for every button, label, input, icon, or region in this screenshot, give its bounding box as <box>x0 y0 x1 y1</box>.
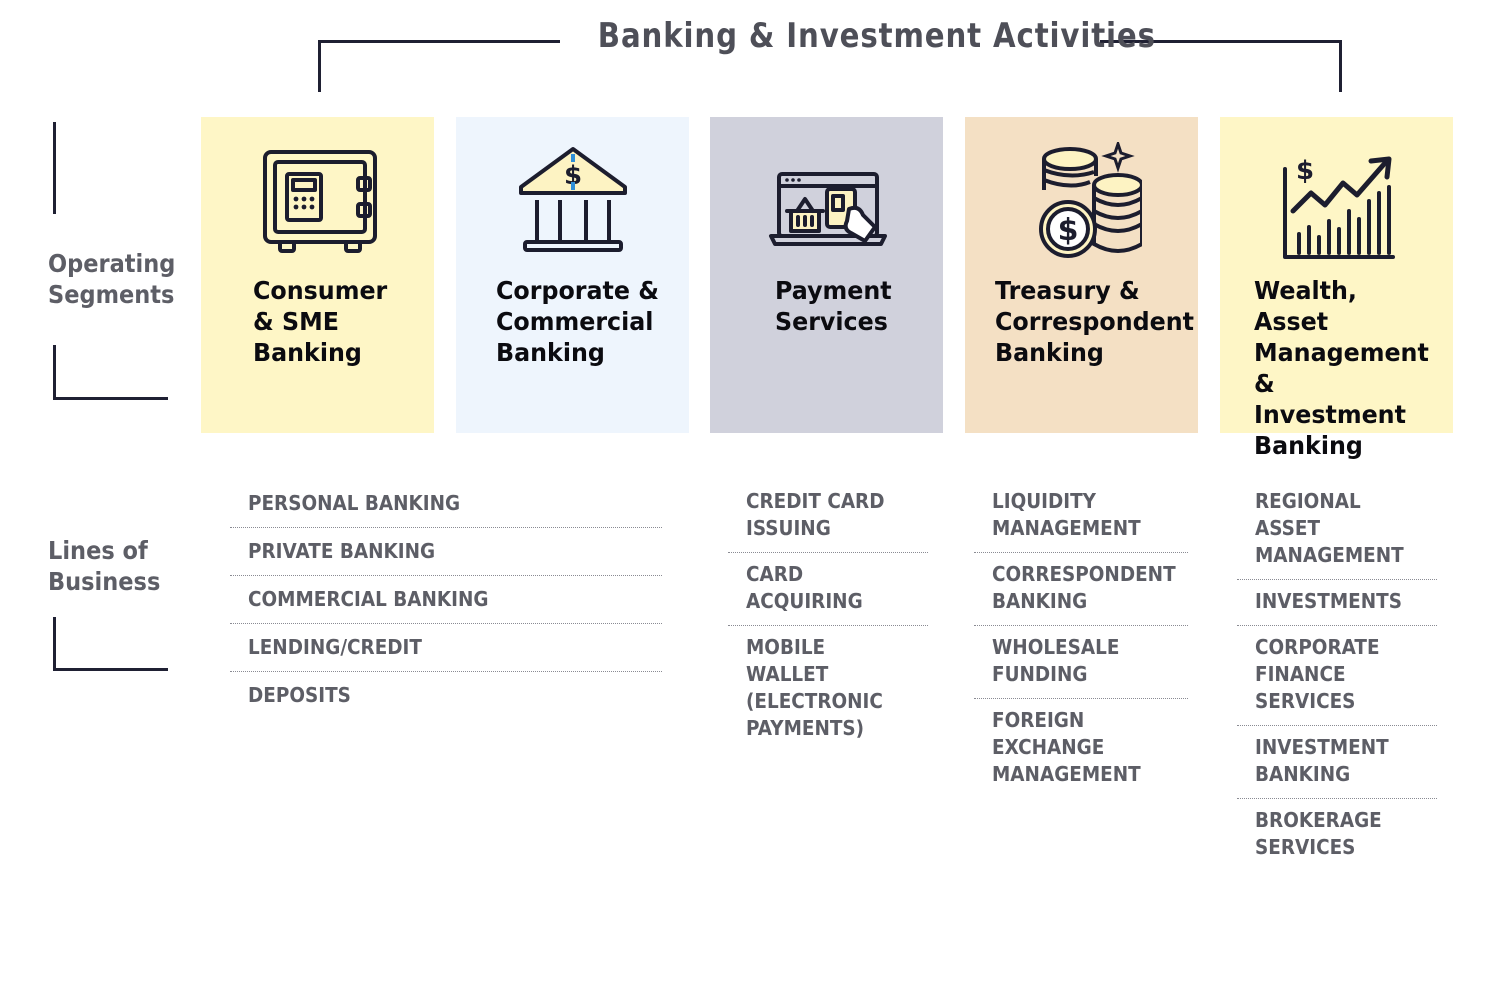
lob-bracket-horizontal <box>53 668 168 671</box>
lob-item: BROKERAGE SERVICES <box>1255 808 1382 859</box>
lob-item: PERSONAL BANKING <box>230 480 662 528</box>
segment-payment-services: Payment Services <box>710 117 943 433</box>
lob-list-consumer-corporate: PERSONAL BANKING PRIVATE BANKING COMMERC… <box>230 480 662 719</box>
segment-title: Corporate & Commercial Banking <box>496 276 659 367</box>
online-payment-icon <box>768 172 887 246</box>
lob-item: COMMERCIAL BANKING <box>230 576 662 624</box>
lob-item: LENDING/CREDIT <box>230 624 662 672</box>
segments-bracket-top <box>53 122 56 214</box>
lob-item: PRIVATE BANKING <box>230 528 662 576</box>
lob-item: REGIONAL ASSET MANAGEMENT <box>1237 480 1437 580</box>
lob-list-wealth: REGIONAL ASSET MANAGEMENT INVESTMENTS CO… <box>1237 480 1437 871</box>
coin-stacks-icon: $ <box>1038 142 1142 258</box>
lob-item: CREDIT CARD ISSUING <box>728 480 928 553</box>
bank-building-icon: $ <box>518 147 627 252</box>
segment-title: Payment Services <box>775 276 892 336</box>
diagram-title: Banking & Investment Activities <box>597 16 1156 56</box>
lob-item: INVESTMENTS <box>1237 580 1437 626</box>
segments-bracket-bottom-vertical <box>53 345 56 400</box>
svg-text:$: $ <box>1057 213 1078 248</box>
segments-bracket-bottom-horizontal <box>53 397 168 400</box>
svg-text:$: $ <box>563 161 581 191</box>
segment-consumer-sme: Consumer & SME Banking <box>201 117 434 433</box>
lob-item: CARD ACQUIRING <box>728 553 928 626</box>
top-bracket-right-horizontal <box>1100 40 1342 43</box>
lob-item: DEPOSITS <box>248 683 351 707</box>
lob-list-payment: CREDIT CARD ISSUING CARD ACQUIRING MOBIL… <box>728 480 928 752</box>
operating-segments-label: Operating Segments <box>48 249 176 309</box>
top-bracket-left-horizontal <box>318 40 560 43</box>
lob-item: LIQUIDITY MANAGEMENT <box>974 480 1188 553</box>
growth-chart-icon: $ <box>1282 156 1395 259</box>
safe-icon <box>262 150 377 253</box>
lob-item: FOREIGN EXCHANGE MANAGEMENT <box>992 708 1141 786</box>
lob-item: CORRESPONDENT BANKING <box>974 553 1188 626</box>
lob-item: CORPORATE FINANCE SERVICES <box>1237 626 1437 726</box>
lob-item: WHOLESALE FUNDING <box>974 626 1188 699</box>
svg-text:$: $ <box>1295 156 1313 186</box>
top-bracket-right-vertical <box>1339 40 1342 92</box>
lines-of-business-label: Lines of Business <box>48 536 161 596</box>
segment-treasury-correspondent: $ Treasury & Correspondent Banking <box>965 117 1198 433</box>
lob-item: MOBILE WALLET (ELECTRONIC PAYMENTS) <box>746 635 883 740</box>
lob-bracket-vertical <box>53 617 56 671</box>
segment-title: Wealth, Asset Management & Investment Ba… <box>1254 276 1429 460</box>
segment-title: Consumer & SME Banking <box>253 276 388 367</box>
segment-wealth-asset-management: $ Wealth, Asset Management & Investment … <box>1220 117 1453 460</box>
segment-title: Treasury & Correspondent Banking <box>995 276 1195 367</box>
segment-corporate-commercial: $ Corporate & Commercial Banking <box>456 117 689 433</box>
top-bracket-left-vertical <box>318 40 321 92</box>
lob-list-treasury: LIQUIDITY MANAGEMENT CORRESPONDENT BANKI… <box>974 480 1188 798</box>
lob-item: INVESTMENT BANKING <box>1237 726 1437 799</box>
